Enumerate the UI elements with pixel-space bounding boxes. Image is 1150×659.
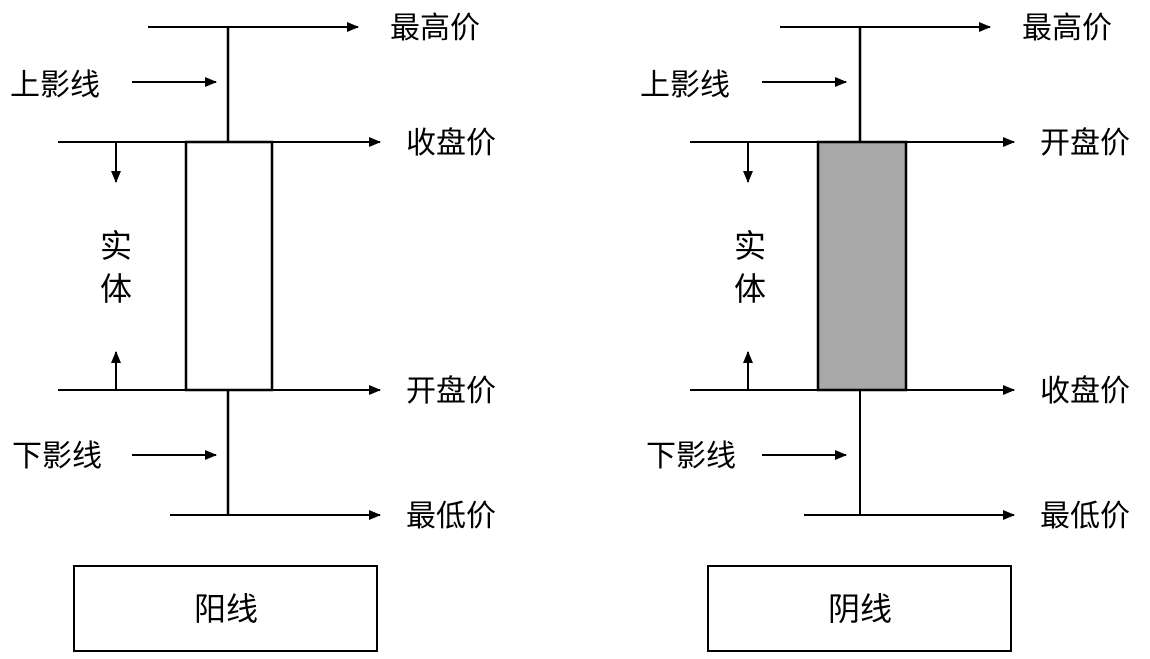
bearish-candle-panel: 最高价 上影线 开盘价 实 体 收盘价 下影线 最低价 阴线	[640, 11, 1130, 652]
bullish-highest-label: 最高价	[390, 11, 480, 46]
bearish-body	[816, 140, 908, 392]
bullish-top-price-label: 收盘价	[406, 126, 496, 161]
bullish-lowest-label: 最低价	[406, 499, 496, 534]
bearish-highest-label: 最高价	[1022, 11, 1112, 46]
bullish-body-label-2: 体	[100, 270, 132, 308]
bullish-upper-shadow-label: 上影线	[10, 68, 100, 103]
bullish-caption: 阳线	[194, 590, 258, 628]
bearish-body-label-2: 体	[734, 270, 766, 308]
bearish-lowest-label: 最低价	[1040, 499, 1130, 534]
bearish-body-label-1: 实	[734, 227, 766, 265]
bearish-top-price-label: 开盘价	[1040, 126, 1130, 161]
bullish-caption-box	[73, 565, 378, 652]
bearish-upper-shadow-label: 上影线	[640, 68, 730, 103]
bearish-lower-shadow-label: 下影线	[646, 439, 736, 474]
bullish-candle-panel: 最高价 上影线 收盘价 实 体 开盘价 下影线 最低价 阳线	[10, 11, 496, 652]
bullish-body	[184, 140, 274, 392]
bullish-lower-shadow-label: 下影线	[12, 439, 102, 474]
bullish-body-label-1: 实	[100, 227, 132, 265]
bullish-bottom-price-label: 开盘价	[406, 374, 496, 409]
bearish-caption-box	[707, 565, 1012, 652]
bearish-caption: 阴线	[828, 590, 892, 628]
bearish-bottom-price-label: 收盘价	[1040, 374, 1130, 409]
